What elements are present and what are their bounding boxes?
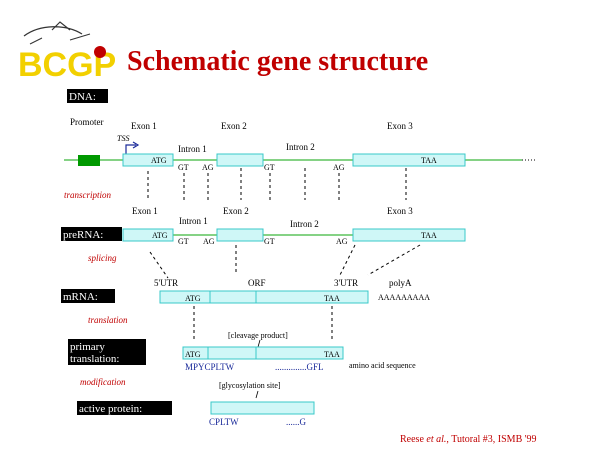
active-protein-label-box <box>77 401 172 415</box>
logo-leg-lines-icon <box>29 33 91 45</box>
dna-exon3-box <box>352 153 466 167</box>
mrna-label: mRNA: <box>63 291 98 303</box>
page-title: Schematic gene structure <box>127 46 428 77</box>
transcription-connectors <box>147 168 407 200</box>
cleavage-pointer <box>257 339 261 348</box>
dna-exon3-label: Exon 3 <box>387 121 413 131</box>
mrna-exon2-box <box>209 290 257 304</box>
mrna-exon3-box <box>255 290 369 304</box>
prerna-ag2-label: AG <box>336 237 348 246</box>
dna-intron2-label: Intron 2 <box>286 142 315 152</box>
prerna-intron2-label: Intron 2 <box>290 219 319 229</box>
bcgp-logo: BCGP <box>18 21 116 84</box>
primary-translation-label-line1: primary <box>70 341 105 353</box>
credit-pre: Reese <box>400 434 426 445</box>
credit-line: Reese et al., Tutoral #3, ISMB '99 <box>400 434 537 445</box>
mrna-atg-label: ATG <box>185 294 201 303</box>
dna-ag2-label: AG <box>333 163 345 172</box>
dna-exon1-label: Exon 1 <box>131 121 157 131</box>
primary-seq-start: MPYCPLTW <box>185 362 235 372</box>
cleavage-product-label: [cleavage product] <box>228 331 288 340</box>
active-protein-box <box>210 401 315 415</box>
amino-acid-sequence-label: amino acid sequence <box>349 361 416 370</box>
prerna-exon2-label: Exon 2 <box>223 206 249 216</box>
primary-atg-label: ATG <box>185 350 201 359</box>
dna-row: Promoter Exon 1 Exon 2 Exon 3 TSS Intron… <box>64 117 535 172</box>
dna-label-box <box>67 89 108 103</box>
dna-exon1-box <box>122 153 174 167</box>
prerna-exon1-box <box>122 228 174 242</box>
splicing-connectors <box>149 244 421 279</box>
mrna-utr3-label: 3'UTR <box>334 278 358 288</box>
prerna-exon3-box <box>352 228 466 242</box>
prerna-ag1-label: AG <box>203 237 215 246</box>
transcription-label: transcription <box>64 190 112 200</box>
primary-seq-end: ..............GFL <box>275 362 324 372</box>
prerna-atg-label: ATG <box>152 231 168 240</box>
mrna-utr5-label: 5'UTR <box>154 278 178 288</box>
logo-red-dot-icon <box>94 46 106 58</box>
prerna-exon3-label: Exon 3 <box>387 206 413 216</box>
dna-tss-label: TSS <box>117 134 129 143</box>
active-protein-label: active protein: <box>79 403 142 415</box>
dna-ag1-label: AG <box>202 163 214 172</box>
tss-arrowhead-icon <box>132 141 140 149</box>
glycosylation-pointer <box>255 390 259 399</box>
dna-intron1-label: Intron 1 <box>178 144 207 154</box>
modification-label: modification <box>80 377 126 387</box>
dna-gt2-label: GT <box>264 163 275 172</box>
mrna-orf-label: ORF <box>248 278 266 288</box>
prerna-intron1-label: Intron 1 <box>179 216 208 226</box>
credit-post: , Tutoral #3, ISMB '99 <box>446 434 536 445</box>
promoter-box <box>78 155 100 166</box>
dna-gt1-label: GT <box>178 163 189 172</box>
dna-exon2-box <box>216 153 264 167</box>
dna-atg-label: ATG <box>151 156 167 165</box>
dna-label: DNA: <box>69 91 96 103</box>
primary-translation-row: [cleavage product] ATG TAA MPYCPLTW ....… <box>182 331 416 372</box>
primary-translation-label-box <box>68 339 146 365</box>
splicing-label: splicing <box>88 253 117 263</box>
mrna-polya-seq: AAAAAAAAA <box>378 293 430 302</box>
prerna-gt1-label: GT <box>178 237 189 246</box>
mrna-taa-label: TAA <box>324 294 340 303</box>
active-seq-start: CPLTW <box>209 417 239 427</box>
prerna-label-box <box>61 227 122 241</box>
prerna-row: Exon 1 Exon 2 Exon 3 Intron 1 Intron 2 A… <box>122 206 466 246</box>
glycosylation-site-label: [glycosylation site] <box>219 381 281 390</box>
active-protein-row: [glycosylation site] CPLTW ......G <box>209 381 315 427</box>
prerna-gt2-label: GT <box>264 237 275 246</box>
active-seq-end: ......G <box>286 417 307 427</box>
prerna-label: preRNA: <box>63 229 103 241</box>
prerna-exon2-box <box>216 228 264 242</box>
primary-protein-box <box>182 346 344 360</box>
mrna-label-box <box>61 289 115 303</box>
dna-promoter-label: Promoter <box>70 117 104 127</box>
prerna-taa-label: TAA <box>421 231 437 240</box>
dna-taa-label: TAA <box>421 156 437 165</box>
translation-label: translation <box>88 315 128 325</box>
credit-etal: et al. <box>426 434 446 445</box>
logo-bug-lines-icon <box>23 21 83 37</box>
mrna-polya-label: polyA <box>389 278 412 288</box>
dna-exon2-label: Exon 2 <box>221 121 247 131</box>
prerna-exon1-label: Exon 1 <box>132 206 158 216</box>
primary-taa-label: TAA <box>324 350 340 359</box>
primary-translation-label-line2: translation: <box>70 353 120 365</box>
mrna-row: 5'UTR ORF 3'UTR polyA ATG TAA AAAAAAAAA <box>154 278 430 304</box>
